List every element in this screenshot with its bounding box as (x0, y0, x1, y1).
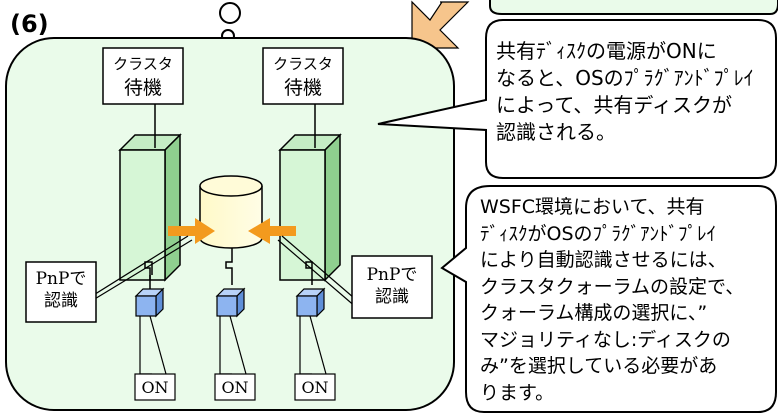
on-box-right (294, 373, 336, 401)
node-label-left-line1: クラスタ (113, 55, 173, 73)
power-cube-right (295, 287, 326, 318)
callout-bottom-line: み”を選択している必要があ (480, 355, 718, 377)
pnp-label-right-line1: PnPで (366, 265, 418, 285)
thought-bubble-large (219, 2, 241, 24)
node-label-right-line2: 待機 (283, 77, 322, 99)
on-box-middle (214, 373, 256, 401)
on-box-left (134, 373, 176, 401)
server-left (118, 133, 182, 282)
callout-top-line: によって、共有ディスクが (496, 93, 732, 117)
pnp-arrow-left (168, 218, 215, 244)
pnp-label-left-line1: PnPで (35, 269, 87, 289)
pnp-label-right-line2: 認識 (375, 287, 409, 307)
callout-top-line: 共有ﾃﾞｨｽｸの電源がONに (496, 39, 717, 63)
node-label-box-right (262, 47, 344, 105)
power-cube-left (134, 287, 165, 318)
on-label-left: ON (141, 378, 169, 397)
server-right (278, 133, 342, 282)
callout-bottom-shape (440, 185, 777, 413)
callout-top-line: 認識される。 (496, 120, 616, 144)
node-label-right-line1: クラスタ (273, 55, 333, 73)
callout-bottom-text: WSFC環境において、共有 ﾃﾞｨｽｸがOSのﾌﾟﾗｸﾞｱﾝﾄﾞﾌﾟﾚｲ により… (480, 194, 744, 406)
pnp-arrow-right (248, 218, 296, 244)
callout-bottom-line: により自動認識させるには、 (480, 249, 727, 271)
power-cube-middle (215, 287, 246, 318)
pnp-label-left: PnPで 認識 (26, 268, 96, 312)
callout-top-line: なると、OSのﾌﾟﾗｸﾞｱﾝﾄﾞﾌﾟﾚｲ (496, 66, 754, 90)
callout-bottom-line: マジョリティなし:ディスクの (480, 328, 731, 351)
on-label-right: ON (301, 378, 329, 397)
callout-top-text: 共有ﾃﾞｨｽｸの電源がONに なると、OSのﾌﾟﾗｸﾞｱﾝﾄﾞﾌﾟﾚｲ によって… (496, 38, 754, 146)
cables (144, 248, 313, 290)
previous-callout-fragment (489, 0, 778, 15)
pnp-label-right: PnPで 認識 (352, 264, 432, 308)
on-label-middle: ON (221, 378, 249, 397)
shared-disk (199, 175, 263, 249)
pnp-label-left-line2: 認識 (44, 291, 78, 311)
pnp-box-right (351, 255, 433, 319)
callout-bottom-line: クォーラム構成の選択に、” (480, 302, 708, 324)
step-label: (6) (10, 10, 49, 38)
node-label-box-left (102, 47, 184, 105)
node-label-right: クラスタ 待機 (263, 52, 343, 100)
callout-top-shape (377, 19, 777, 179)
pnp-box-left (25, 261, 97, 323)
callout-bottom-line: クラスタクォーラムの設定で、 (480, 275, 745, 298)
callout-bottom-line: ります。 (480, 381, 555, 404)
callout-bottom-line: ﾃﾞｨｽｸがOSのﾌﾟﾗｸﾞｱﾝﾄﾞﾌﾟﾚｲ (480, 222, 717, 245)
node-label-left-line2: 待機 (123, 77, 162, 99)
callout-bottom-line: WSFC環境において、共有 (480, 196, 705, 218)
node-label-left: クラスタ 待機 (103, 52, 183, 100)
